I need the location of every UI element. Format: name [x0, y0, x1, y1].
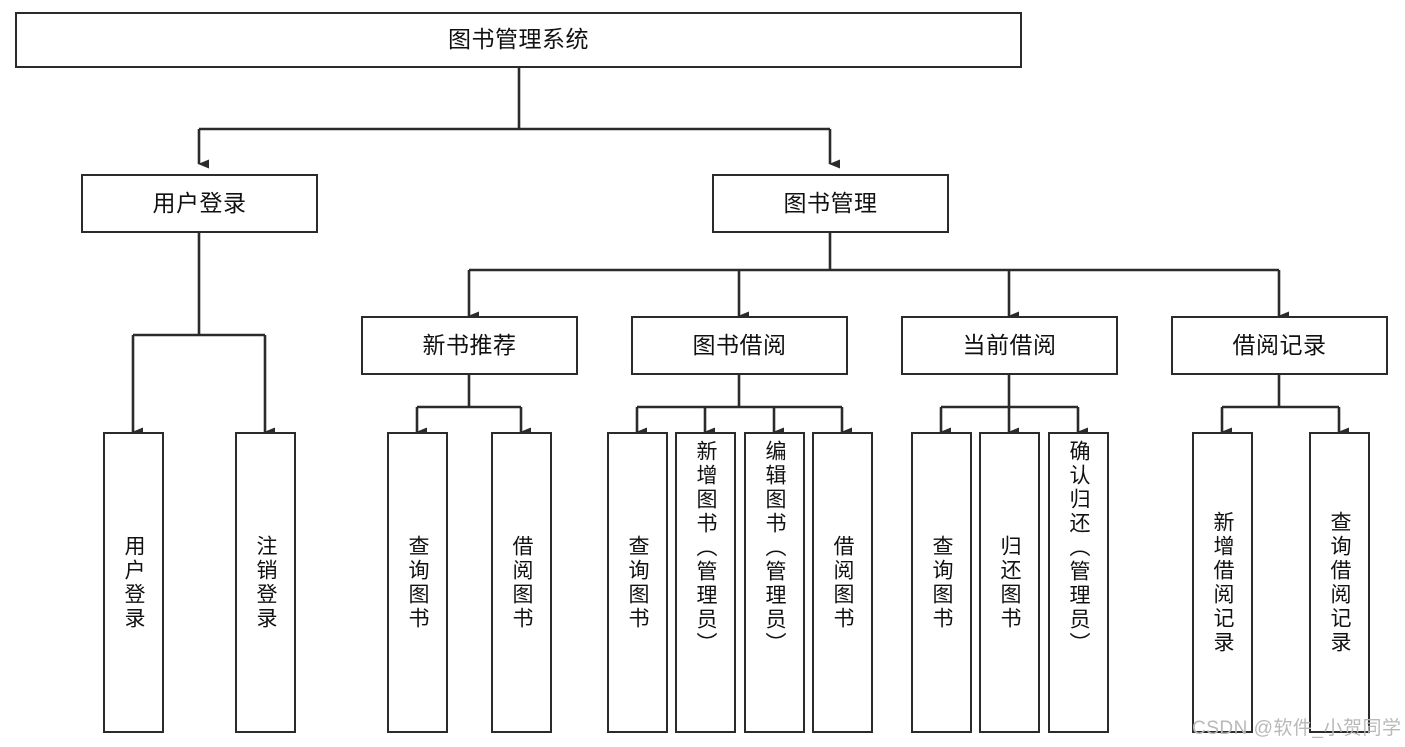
leaf-confirm-return[interactable]: 确认归还（管理员）: [1048, 432, 1109, 733]
node-borrow-record[interactable]: 借阅记录: [1171, 316, 1388, 375]
leaf-query-book-3[interactable]: 查询图书: [911, 432, 972, 733]
leaf-add-record[interactable]: 新增借阅记录: [1192, 432, 1253, 733]
leaf-borrow-book-2[interactable]: 借阅图书: [812, 432, 873, 733]
leaf-add-book[interactable]: 新增图书（管理员）: [675, 432, 736, 733]
node-new-book-recommend[interactable]: 新书推荐: [361, 316, 578, 375]
leaf-edit-book[interactable]: 编辑图书（管理员）: [744, 432, 805, 733]
node-book-borrow[interactable]: 图书借阅: [631, 316, 848, 375]
leaf-user-login[interactable]: 用户登录: [103, 432, 164, 733]
leaf-query-book-2[interactable]: 查询图书: [607, 432, 668, 733]
csdn-watermark: CSDN @软件_小贺同学: [1192, 718, 1402, 739]
node-current-borrow[interactable]: 当前借阅: [901, 316, 1118, 375]
leaf-return-book[interactable]: 归还图书: [979, 432, 1040, 733]
node-user-login[interactable]: 用户登录: [81, 174, 318, 233]
leaf-borrow-book-1[interactable]: 借阅图书: [491, 432, 552, 733]
leaf-user-logout[interactable]: 注销登录: [235, 432, 296, 733]
leaf-query-book-1[interactable]: 查询图书: [387, 432, 448, 733]
node-book-management[interactable]: 图书管理: [712, 174, 949, 233]
leaf-query-record[interactable]: 查询借阅记录: [1309, 432, 1370, 733]
node-root[interactable]: 图书管理系统: [15, 12, 1022, 68]
